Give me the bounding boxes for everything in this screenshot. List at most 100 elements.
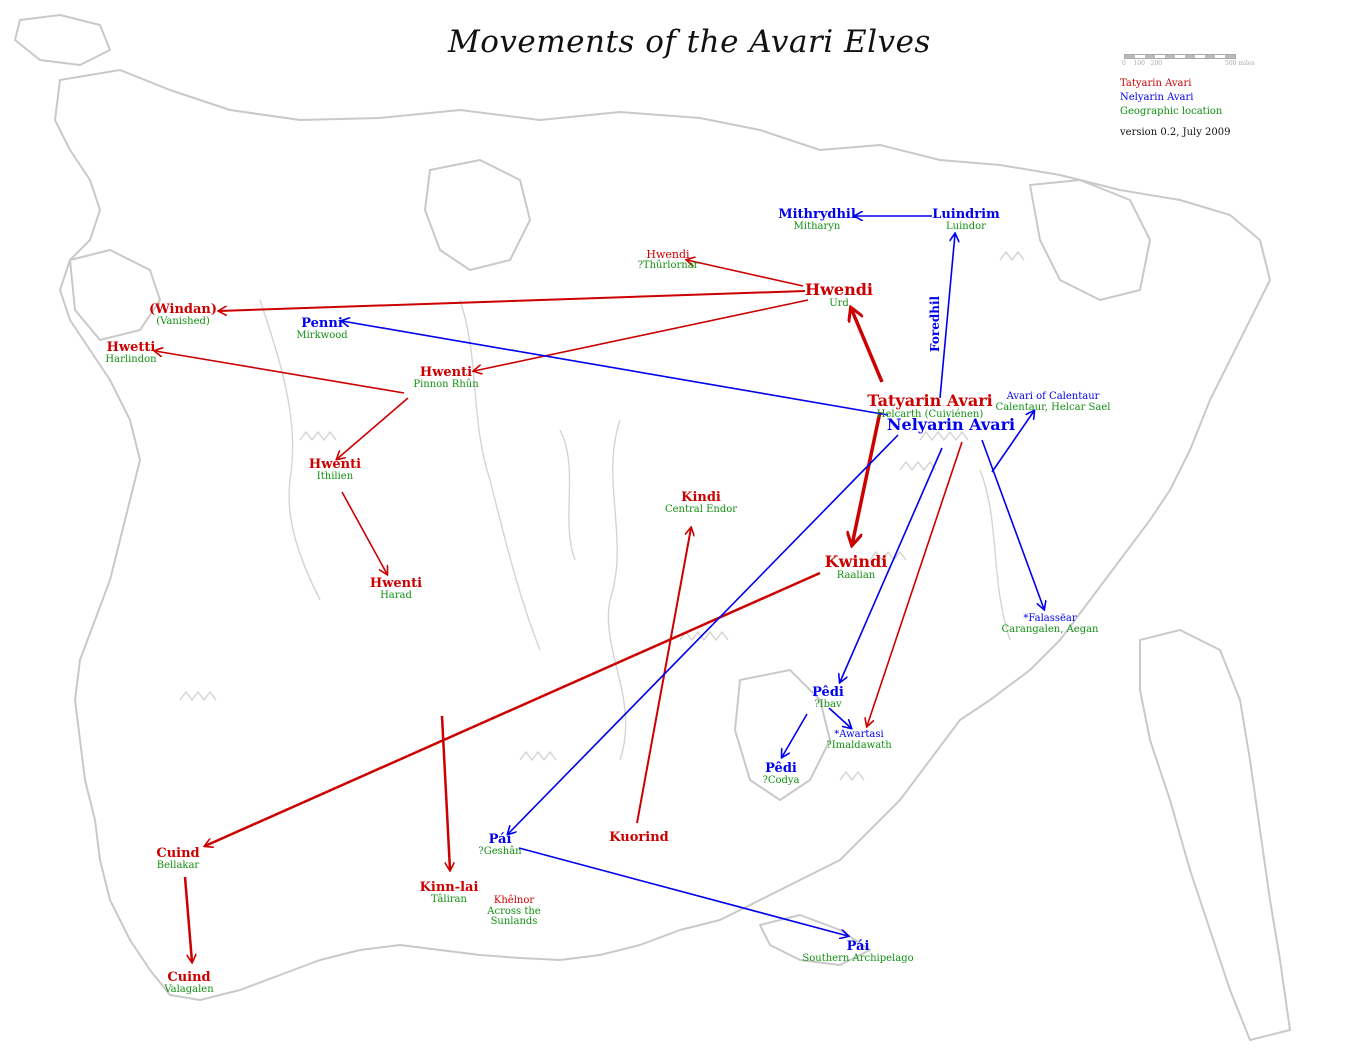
place-name: Kwindi	[824, 552, 888, 571]
label-cuind-bellakar: Cuind Bellakar	[156, 847, 199, 871]
label-falassear: *Falassëar Carangalen, Aegan	[1001, 613, 1099, 635]
route-urd-to-windan	[219, 290, 806, 311]
route-helcarth-to-calentaur	[991, 411, 1034, 473]
label-kuorind: Kuorind	[609, 831, 668, 845]
geo-name: Valagalen	[164, 983, 214, 995]
label-foredhil: Foredhil	[928, 295, 942, 352]
route-ibav-to-codya	[782, 713, 808, 757]
route-raalian-to-bellakar	[205, 571, 821, 846]
geo-name: Raalian	[836, 569, 876, 581]
coastlines	[14, 14, 1291, 1041]
place-name: Avari of Calentaur	[1006, 391, 1100, 402]
geo-name: Mitharyn	[793, 220, 841, 232]
place-name: *Awartasi	[834, 729, 884, 740]
place-name: Hwendi	[646, 248, 690, 261]
geo-name: Carangalen, Aegan	[1001, 623, 1099, 635]
label-tatyarin-avari: Tatyarin Avari Helcarth (Cuiviénen)	[867, 391, 993, 420]
geo-name: Luindor	[946, 220, 986, 232]
label-nelyarin-avari: Nelyarin Avari	[886, 415, 1016, 434]
label-luindrim: Luindrim Luindor	[932, 208, 1000, 232]
place-name: (Windan)	[148, 302, 218, 317]
legend: Tatyarin Avari Nelyarin Avari Geographic…	[1120, 78, 1231, 141]
geo-name: Harlindon	[105, 353, 157, 365]
map-title: Movements of the Avari Elves	[448, 24, 931, 60]
tatyarin-routes	[155, 260, 963, 962]
place-name: Cuind	[167, 970, 211, 985]
scale-tick: 0	[1122, 60, 1126, 67]
geo-name: Tâliran	[431, 893, 467, 905]
main-continent-coast	[54, 69, 1271, 1001]
place-name: Cuind	[156, 846, 200, 861]
place-name: Pái	[488, 832, 512, 847]
route-bellakar-to-valagalen	[183, 876, 192, 962]
route-helcarth-to-urd	[851, 308, 884, 383]
geo-name: Calentaur, Helcar Sael	[995, 401, 1111, 413]
geo-name: Mirkwood	[296, 329, 348, 341]
place-name: Hwenti	[419, 365, 473, 380]
scale-tick: 500 miles	[1225, 60, 1255, 67]
mountain-ranges	[179, 251, 1025, 781]
label-kindi: Kindi Central Endor	[665, 491, 737, 515]
route-helcarth-to-carangalen	[981, 439, 1044, 609]
label-cuind-valagalen: Cuind Valagalen	[164, 971, 213, 995]
label-hwenti-ithilien: Hwenti Ithilien	[309, 458, 361, 482]
legend-nelyarin: Nelyarin Avari	[1120, 92, 1194, 103]
geo-name: ?Thûrlornar	[637, 259, 699, 271]
eastern-land-coast	[1139, 629, 1291, 1041]
geo-name: Southern Archipelago	[802, 952, 914, 964]
geo-name: ?Geshân	[478, 845, 522, 857]
route-helcarth-to-luindor	[939, 234, 955, 399]
place-name: Pêdi	[765, 761, 797, 776]
place-name: Pêdi	[812, 685, 844, 700]
geo-name: Urd	[829, 297, 849, 309]
scale-ticks: 0 100 200 500 miles	[1122, 60, 1272, 67]
label-hwendi-thurlornar: Hwendi ?Thûrlornar	[638, 249, 699, 271]
geo-name: ?Imaldawath	[826, 739, 892, 751]
place-name: Penni	[301, 316, 343, 331]
legend-geographic: Geographic location	[1120, 106, 1223, 117]
place-name: Nelyarin Avari	[886, 415, 1016, 434]
label-hwenti-pinnon: Hwenti Pinnon Rhûn	[413, 366, 478, 390]
place-name: Hwendi	[805, 280, 873, 299]
route-urd-to-pinnon	[474, 299, 809, 371]
route-helcarth-to-mirkwood	[342, 321, 889, 416]
geo-name: Ithilien	[316, 470, 354, 482]
geo-name: Harad	[380, 589, 412, 601]
route-geshan-to-archipelago	[518, 847, 848, 936]
route-branch-to-taliran	[440, 715, 450, 870]
scale-bar-graphic	[1124, 54, 1236, 59]
place-name: Tatyarin Avari	[867, 391, 993, 410]
inland-sea-coast	[734, 669, 831, 801]
geo-name: (Vanished)	[156, 315, 210, 327]
place-name: Kuorind	[609, 830, 669, 845]
geo-name: ?Ibav	[814, 698, 842, 710]
north-island-coast	[14, 14, 111, 66]
route-ibav-to-awartasi	[828, 707, 851, 728]
sea-of-helcar-coast	[424, 159, 531, 271]
route-helcarth-to-geshan	[508, 434, 899, 834]
place-name: Hwenti	[308, 457, 362, 472]
southern-islands-coast	[759, 914, 871, 966]
place-name: *Falassëar	[1023, 613, 1077, 624]
route-helcarth-to-imaldawath	[867, 441, 963, 726]
place-name: Khêlnor	[493, 895, 535, 906]
west-peninsula-coast	[69, 249, 161, 341]
label-hwendi-urd: Hwendi Urd	[805, 280, 873, 309]
geo-name: Helcarth (Cuiviénen)	[876, 408, 984, 420]
label-pedi-codya: Pêdi ?Codya	[762, 762, 799, 786]
label-mithrydhil: Mithrydhil Mitharyn	[778, 208, 856, 232]
route-urd-to-thurlornar	[687, 260, 804, 287]
route-ithilien-to-harad	[341, 491, 387, 574]
place-name: Hwenti	[369, 576, 423, 591]
scale-tick: 100	[1133, 60, 1145, 67]
geo-name: Across the Sunlands	[487, 905, 541, 927]
legend-tatyarin: Tatyarin Avari	[1120, 78, 1192, 89]
label-penni: Penni Mirkwood	[296, 317, 347, 341]
route-pinnon-to-ithilien	[337, 397, 409, 459]
geo-name: ?Codya	[762, 774, 800, 786]
label-pedi-ibav: Pêdi ?Ibav	[812, 686, 844, 710]
place-name: Luindrim	[932, 207, 1000, 222]
place-name: Mithrydhil	[778, 207, 856, 222]
